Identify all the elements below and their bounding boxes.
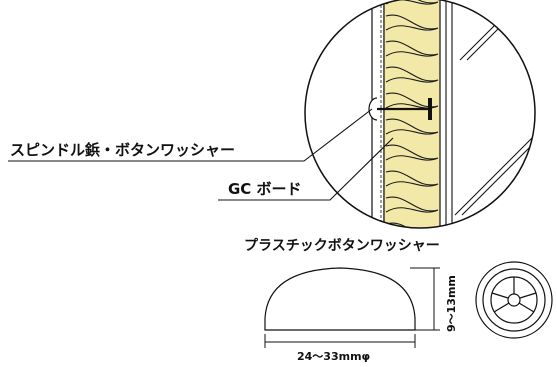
insulation-wave [385, 222, 439, 228]
insulation-wave [385, 196, 439, 213]
insulation-wave [385, 40, 439, 57]
diameter-dimension [264, 334, 416, 348]
washer-top-view [475, 261, 553, 339]
spindle-nail [368, 97, 432, 121]
insulation-wave [385, 14, 439, 31]
insulation-wave [385, 144, 439, 161]
wall-section-detail [305, 0, 535, 228]
leader-lines [8, 108, 394, 201]
height-dim-label: 9〜13mm [445, 275, 458, 332]
insulation-wave [385, 170, 439, 187]
gc-board-label: GC ボード [228, 180, 302, 198]
spindle-nail-label: スピンドル鋲・ボタンワッシャー [10, 141, 235, 159]
detail-circle [304, 0, 536, 229]
insulation-wave [385, 118, 439, 135]
diameter-dim-label: 24〜33mmφ [297, 350, 370, 363]
insulation-wave [385, 66, 439, 83]
insulation-wave [385, 92, 439, 109]
plastic-washer-title: プラスチックボタンワッシャー [244, 238, 440, 254]
washer-side-view [264, 267, 416, 331]
height-dimension [410, 267, 440, 331]
